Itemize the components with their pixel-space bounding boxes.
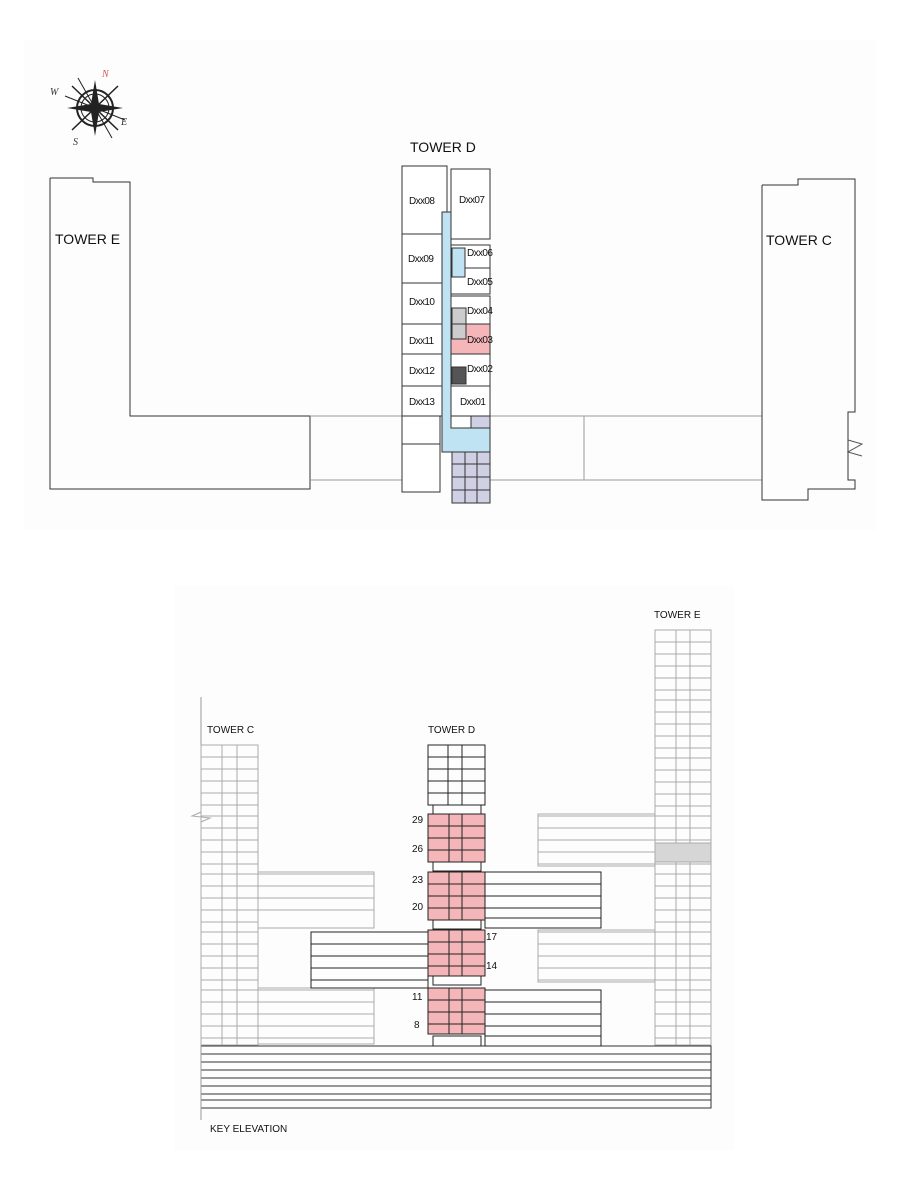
floor-label-29: 29 <box>412 815 424 826</box>
highlighted-floors <box>427 813 486 1035</box>
unit-dxx12 <box>401 353 448 387</box>
elevation-tower-d-label: TOWER D <box>428 725 475 736</box>
tower-d-elevation <box>310 744 602 1047</box>
tower-c-footprint <box>761 178 864 501</box>
floors-8-11 <box>427 987 486 1035</box>
floor-label-20: 20 <box>412 902 424 913</box>
unit-label-dxx05: Dxx05 <box>467 277 493 288</box>
tower-e-label: TOWER E <box>55 231 120 247</box>
tower-d-plan <box>401 165 491 504</box>
elevation-tower-e-label: TOWER E <box>654 610 701 621</box>
tower-e-gray-floors <box>654 842 712 863</box>
floor-label-11: 11 <box>412 992 423 1003</box>
tower-c-elevation <box>190 744 375 1046</box>
compass-west-label: W <box>50 87 60 98</box>
unit-label-dxx11: Dxx11 <box>409 336 435 347</box>
compass-south-label: S <box>73 137 78 148</box>
compass-east-label: E <box>120 117 127 128</box>
unit-label-dxx04: Dxx04 <box>467 306 493 317</box>
key-elevation-caption: KEY ELEVATION <box>210 1124 287 1135</box>
unit-label-dxx03: Dxx03 <box>467 335 493 346</box>
unit-label-dxx08: Dxx08 <box>409 196 435 207</box>
unit-dxx07 <box>450 168 491 240</box>
unit-label-dxx01: Dxx01 <box>460 397 486 408</box>
unit-label-dxx06: Dxx06 <box>467 248 493 259</box>
floor-label-26: 26 <box>412 844 424 855</box>
floors-14-17 <box>427 929 486 977</box>
shaft-gray <box>451 307 467 325</box>
unit-dxx11 <box>401 323 448 355</box>
unit-dxx09 <box>401 233 448 284</box>
corridor-nook <box>451 247 466 278</box>
unit-label-dxx02: Dxx02 <box>467 364 493 375</box>
floor-label-17: 17 <box>486 932 498 943</box>
elevation-panel <box>174 585 734 1150</box>
elevation-tower-c-label: TOWER C <box>207 725 254 736</box>
floor-label-14: 14 <box>486 961 498 972</box>
compass-icon <box>64 77 126 139</box>
tower-c-label: TOWER C <box>766 232 832 248</box>
unit-label-dxx13: Dxx13 <box>409 397 435 408</box>
tower-e-footprint <box>49 177 311 490</box>
unit-label-dxx07: Dxx07 <box>459 195 485 206</box>
corridor <box>441 211 491 453</box>
unit-label-dxx09: Dxx09 <box>408 254 434 265</box>
stair-box <box>470 415 491 429</box>
west-service-room <box>401 415 441 445</box>
unit-label-dxx10: Dxx10 <box>409 297 435 308</box>
shaft-dark <box>451 366 467 385</box>
tower-d-title: TOWER D <box>410 139 476 155</box>
unit-dxx10 <box>401 282 448 325</box>
compass-north-label: N <box>101 69 110 80</box>
unit-label-dxx12: Dxx12 <box>409 366 435 377</box>
podium-base <box>200 1045 712 1109</box>
podium-outline <box>310 415 762 481</box>
floor-label-23: 23 <box>412 875 424 886</box>
shaft-gray-2 <box>451 323 467 340</box>
floor-label-8: 8 <box>414 1020 420 1031</box>
tower-e-elevation <box>537 629 712 1046</box>
west-lobby <box>401 443 441 493</box>
unit-dxx01 <box>450 385 491 417</box>
